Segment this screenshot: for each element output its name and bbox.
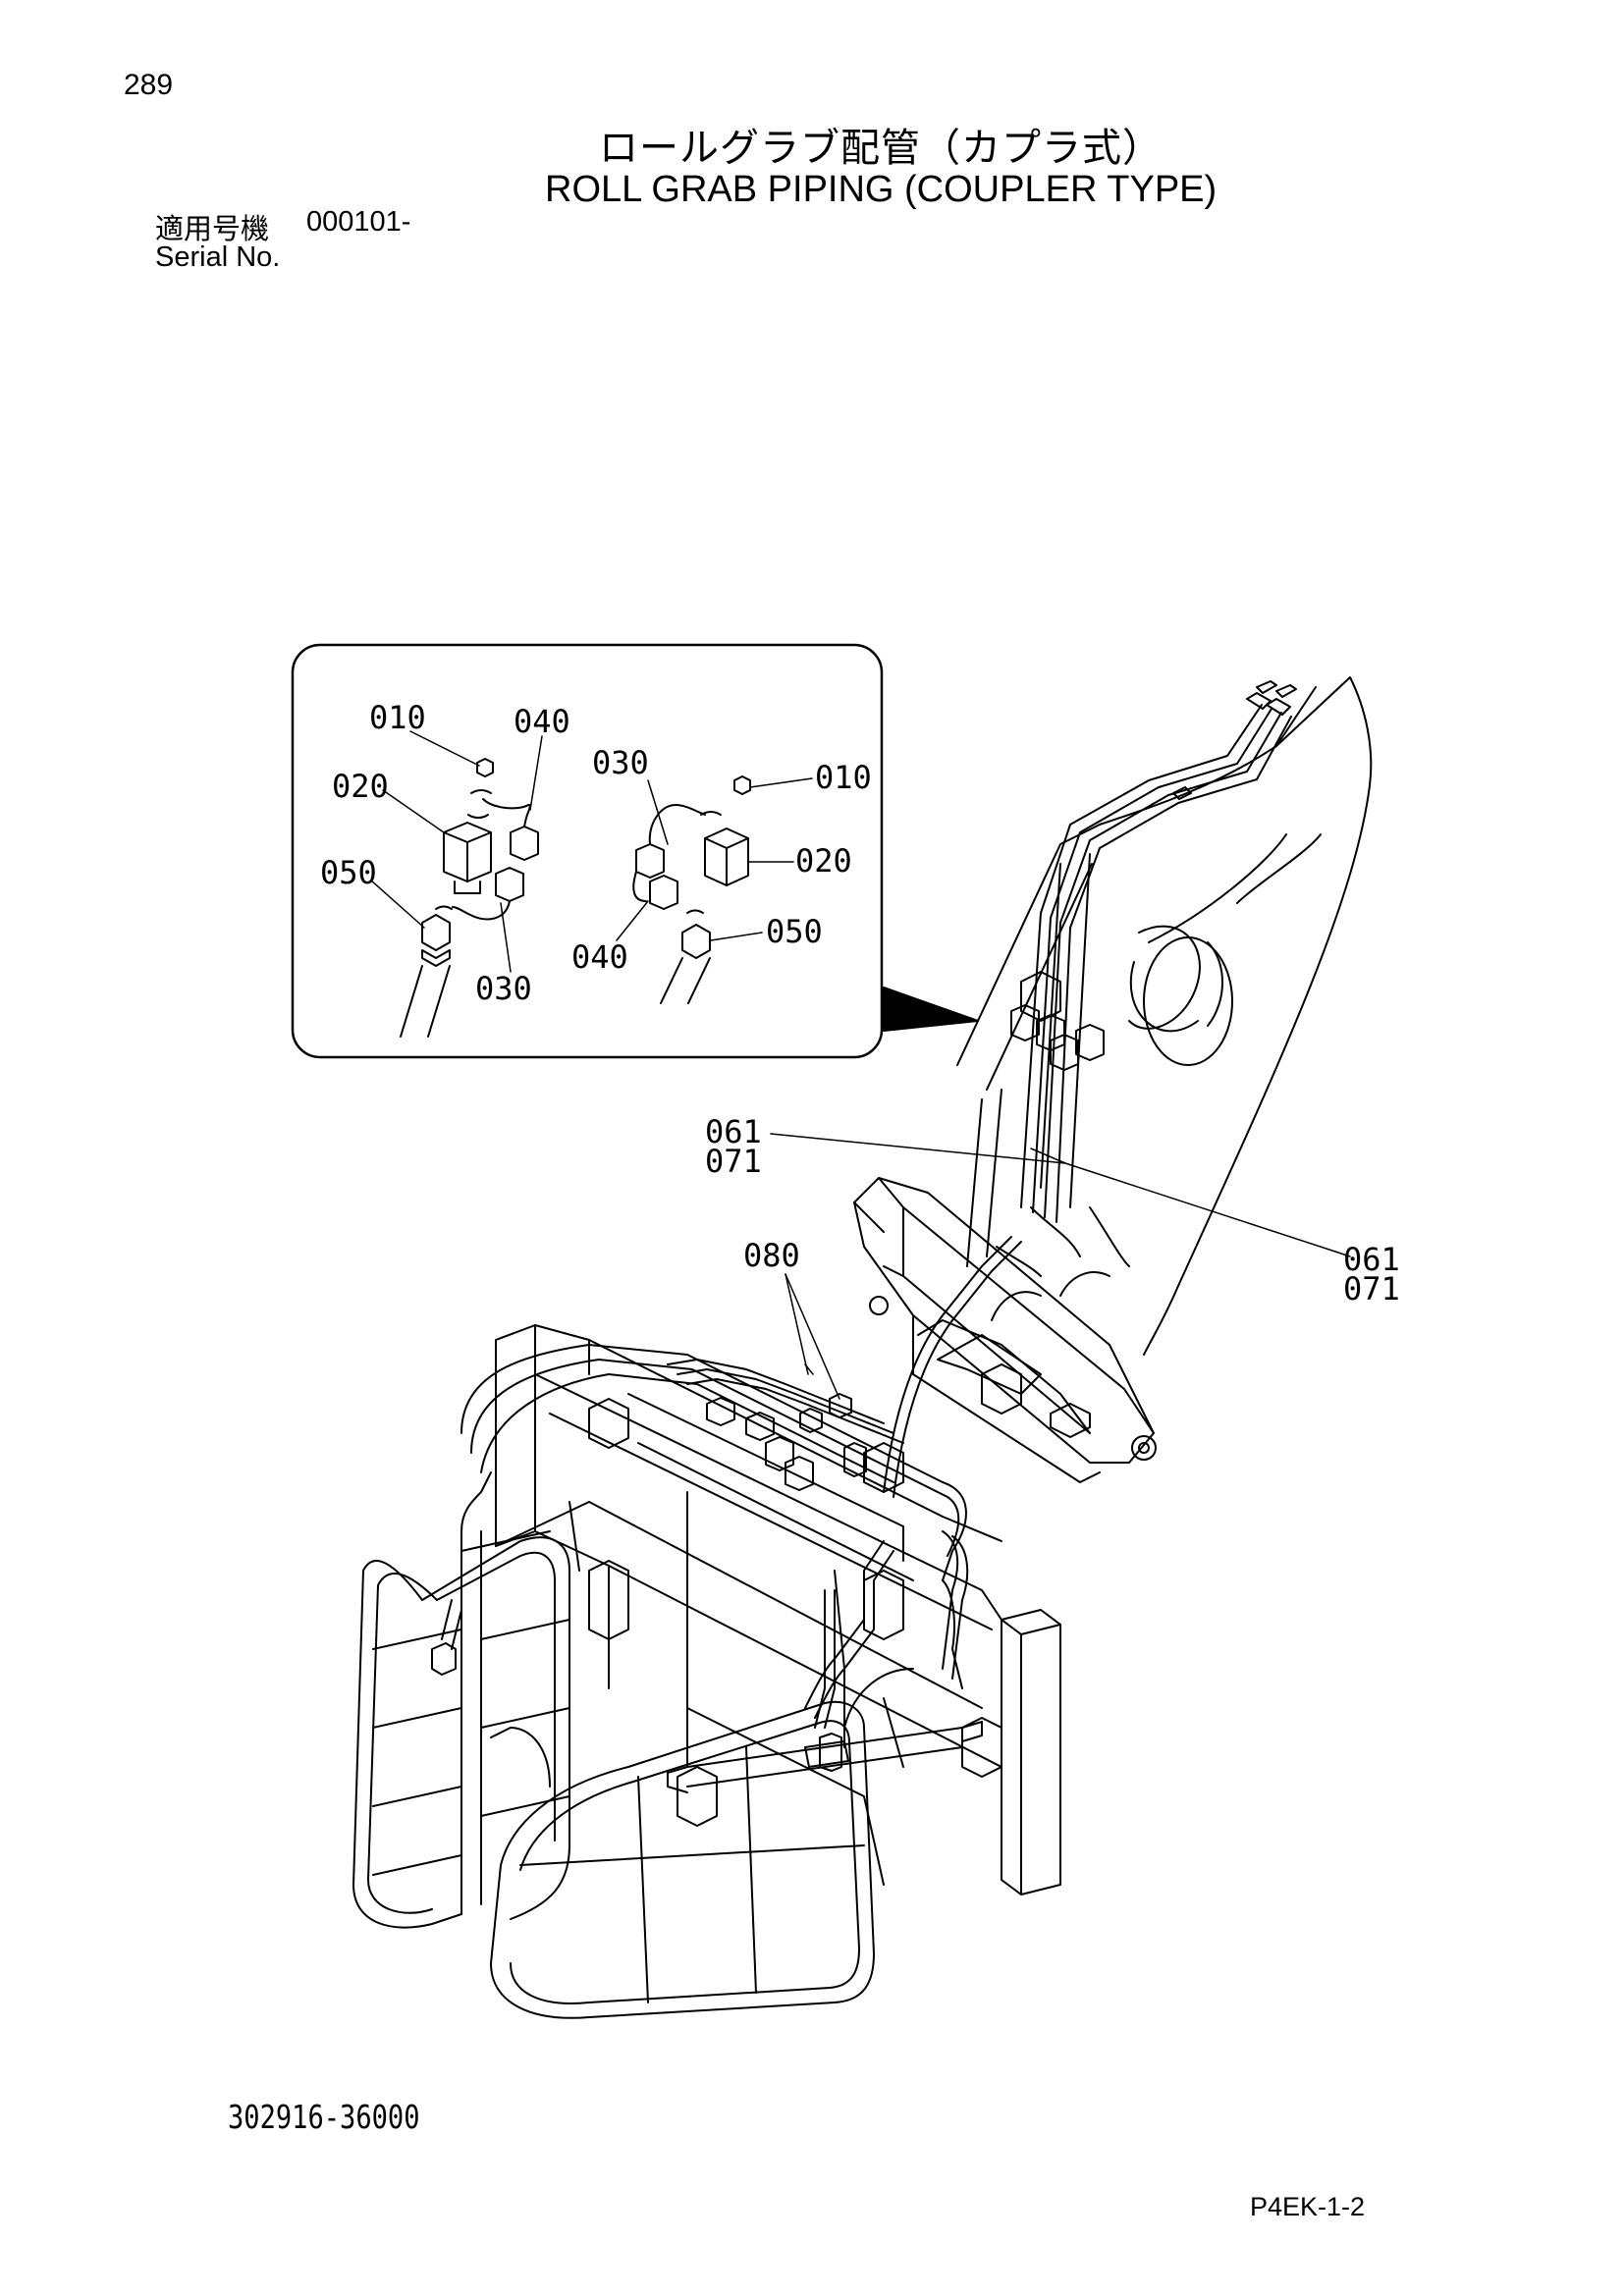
callout-050-left: 050 <box>320 854 377 891</box>
detail-inset-frame <box>291 643 884 1059</box>
callout-010-right: 010 <box>815 759 872 796</box>
callout-040-left: 040 <box>514 703 570 740</box>
callout-010-left: 010 <box>369 699 426 736</box>
detail-pointer-arrow <box>883 987 979 1032</box>
roll-grab-frame <box>352 1324 1061 2019</box>
page-number: 289 <box>124 69 174 101</box>
callout-030-left: 030 <box>475 970 532 1007</box>
drawing-number: 302916-36000 <box>228 2098 420 2136</box>
serial-value: 000101- <box>306 206 411 238</box>
callout-061-left: 061 <box>705 1113 762 1150</box>
callout-071-right: 071 <box>1343 1270 1400 1308</box>
roll-grab-piping <box>667 1236 1022 1772</box>
coupler <box>853 1177 1157 1483</box>
callout-020-right: 020 <box>795 842 852 880</box>
title-english: ROLL GRAB PIPING (COUPLER TYPE) <box>545 169 1218 210</box>
serial-label-japanese: 適用号機 <box>155 212 270 245</box>
callout-040-right: 040 <box>571 938 628 976</box>
callout-020-left: 020 <box>332 768 389 805</box>
callout-071-left: 071 <box>705 1143 762 1180</box>
page-code: P4EK-1-2 <box>1250 2192 1366 2221</box>
callout-080: 080 <box>743 1237 800 1274</box>
main-leader-lines <box>770 1133 1351 1400</box>
serial-label-english: Serial No. <box>155 241 281 273</box>
callout-050-right: 050 <box>766 913 823 950</box>
arm-hydraulic-lines <box>1010 680 1297 1223</box>
detail-right-assembly <box>632 775 751 1004</box>
callout-061-right: 061 <box>1343 1241 1400 1278</box>
callout-030-right: 030 <box>592 744 649 781</box>
boom-arm <box>956 676 1373 1356</box>
title-japanese: ロールグラブ配管（カプラ式） <box>599 126 1163 171</box>
detail-leader-lines <box>370 730 813 973</box>
